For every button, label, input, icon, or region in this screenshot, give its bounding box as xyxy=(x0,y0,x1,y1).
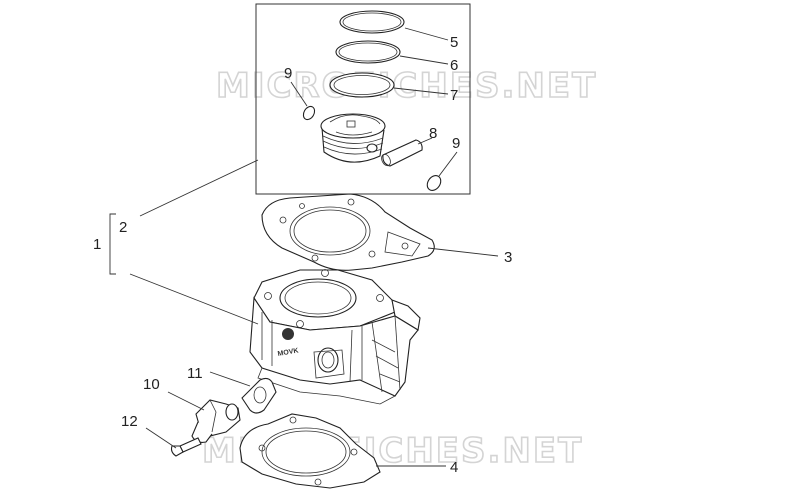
circlip-right xyxy=(426,175,442,191)
callout-8: 8 xyxy=(429,125,437,142)
leader-9a xyxy=(290,81,308,107)
head-gasket xyxy=(261,193,435,271)
piston-ring-7 xyxy=(329,72,395,98)
callout-1: 1 xyxy=(93,236,101,253)
cylinder: MOVK xyxy=(249,269,421,405)
tensioner-gasket xyxy=(241,377,277,414)
bolt xyxy=(170,437,202,457)
cylinder-logo-text: MOVK xyxy=(277,347,299,358)
callout-7: 7 xyxy=(450,87,458,104)
leader-cylinder xyxy=(129,273,259,325)
callout-11: 11 xyxy=(187,365,203,382)
callout-3: 3 xyxy=(504,249,512,266)
callout-5: 5 xyxy=(450,34,458,51)
callout-9a: 9 xyxy=(284,65,292,82)
callout-12: 12 xyxy=(121,413,138,430)
piston-kit-box xyxy=(255,3,471,195)
leader-7 xyxy=(393,87,449,95)
watermark-top: MICROFICHES.NET xyxy=(216,66,597,106)
circlip-left xyxy=(302,105,316,121)
leader-3 xyxy=(427,247,499,257)
callout-9b: 9 xyxy=(452,135,460,152)
cylinder-logo-icon xyxy=(282,328,294,340)
piston-pin xyxy=(381,139,423,167)
group-bracket xyxy=(109,213,116,275)
callout-10: 10 xyxy=(143,376,160,393)
leader-12 xyxy=(145,427,177,449)
callout-2: 2 xyxy=(119,219,127,236)
leader-5 xyxy=(404,27,449,41)
callout-4: 4 xyxy=(450,459,458,476)
leader-10 xyxy=(167,391,205,411)
leader-11 xyxy=(209,371,251,387)
piston-ring-5 xyxy=(339,10,405,34)
leader-8 xyxy=(417,137,433,145)
base-gasket xyxy=(239,413,381,489)
piston xyxy=(320,113,386,163)
callout-6: 6 xyxy=(450,57,458,74)
leader-9b xyxy=(438,151,458,177)
leader-6 xyxy=(399,55,449,65)
piston-ring-6 xyxy=(335,40,401,64)
leader-2 xyxy=(139,159,259,217)
